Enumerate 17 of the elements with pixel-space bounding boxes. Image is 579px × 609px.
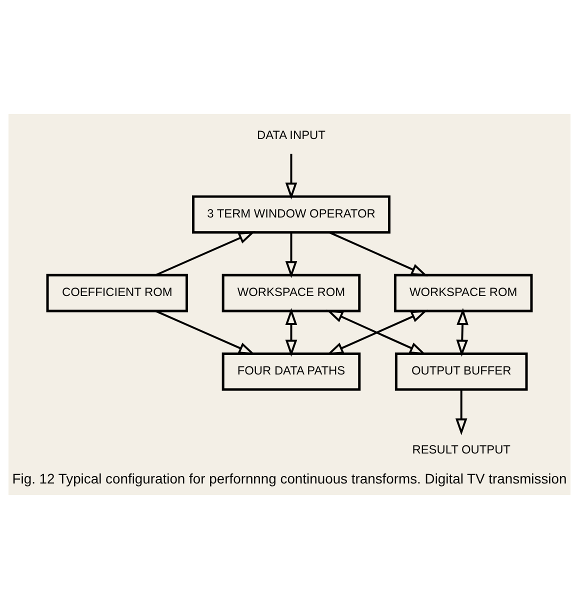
node-box: FOUR DATA PATHS: [222, 352, 361, 391]
arrow: [285, 308, 298, 357]
caption: Fig. 12 Typical configuration for perfornnng continuous transforms. Digital TV transmission: [12, 470, 567, 486]
arrow: [455, 390, 468, 436]
node-box: WORKSPACE ROM: [394, 274, 533, 312]
arrow: [155, 310, 256, 355]
node-box: WORKSPACE ROM: [222, 274, 361, 312]
arrow: [285, 232, 298, 278]
node-text: DATA INPUT: [257, 128, 326, 142]
arrow: [155, 231, 256, 276]
node-box: OUTPUT BUFFER: [394, 352, 528, 391]
node-text: RESULT OUTPUT: [412, 442, 510, 456]
node-box: COEFFICIENT ROM: [46, 274, 188, 312]
arrow: [329, 232, 428, 276]
node-box: 3 TERM WINDOW OPERATOR: [192, 195, 390, 234]
arrow: [456, 308, 468, 357]
arrow: [285, 154, 298, 200]
